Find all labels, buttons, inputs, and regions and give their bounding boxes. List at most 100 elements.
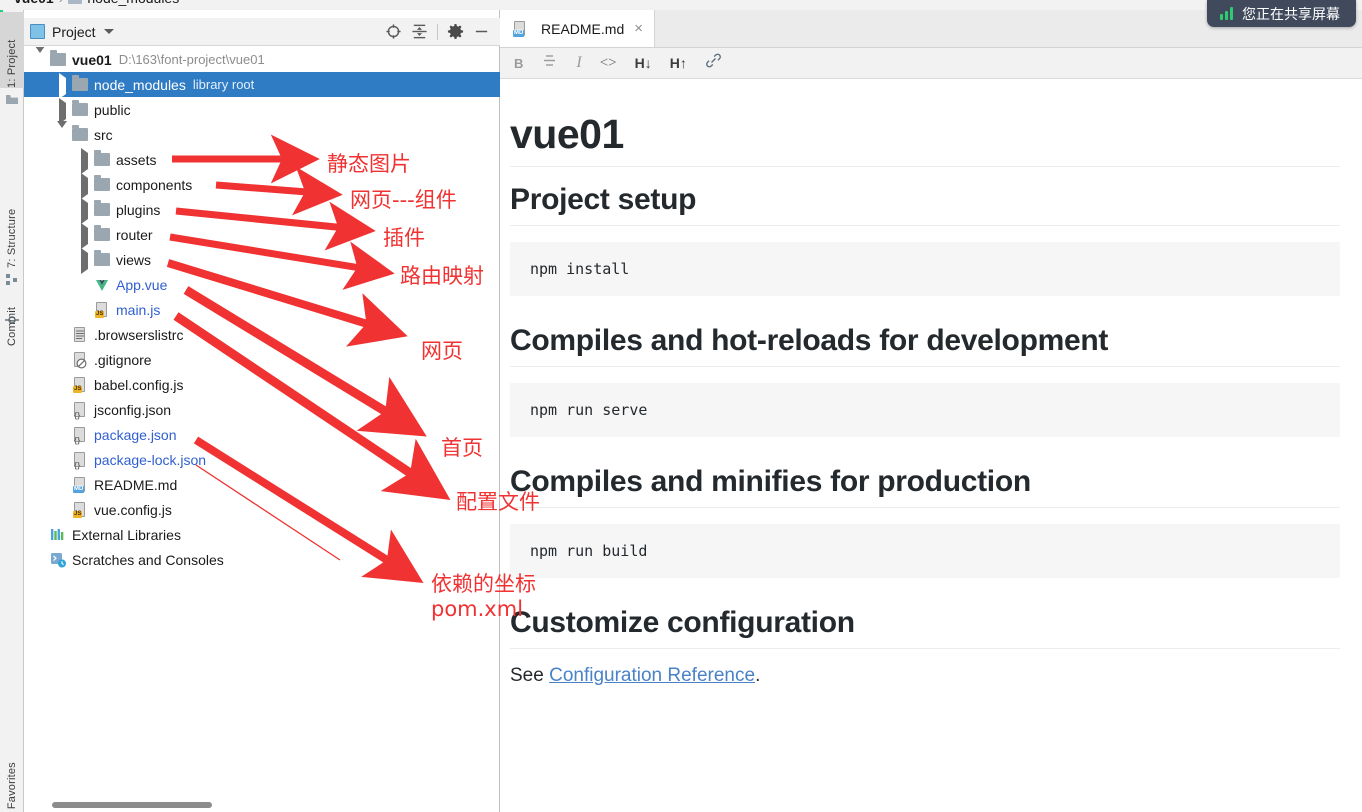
signal-bars-icon <box>1220 7 1233 20</box>
tree-row-app-vue[interactable]: App.vue <box>24 272 500 297</box>
gear-icon[interactable] <box>447 23 464 40</box>
code-button[interactable]: <> <box>599 54 617 71</box>
folder-icon <box>72 100 88 116</box>
tree-row-vue-config-js[interactable]: JS vue.config.js <box>24 497 500 522</box>
tree-row-router[interactable]: router <box>24 222 500 249</box>
sidebar-item-project[interactable]: 1: Project <box>0 12 24 88</box>
external-libraries-icon <box>50 527 66 542</box>
scrollbar-thumb[interactable] <box>52 802 212 808</box>
tree-row-label: main.js <box>116 301 161 318</box>
divider <box>510 166 1340 167</box>
project-tree[interactable]: vue01 D:\163\font-project\vue01 node_modul… <box>24 47 500 798</box>
chevron-right-icon[interactable] <box>78 222 92 249</box>
collapse-all-icon[interactable] <box>411 23 428 40</box>
tree-row-readme-md[interactable]: MD README.md <box>24 472 500 497</box>
sidebar-item-commit[interactable]: Commit <box>0 278 24 346</box>
vue-file-icon <box>94 277 110 293</box>
tree-row-hint: D:\163\font-project\vue01 <box>118 52 265 67</box>
divider <box>510 366 1340 367</box>
tree-row-src[interactable]: src <box>24 120 500 147</box>
chevron-down-icon[interactable] <box>56 120 70 144</box>
link-button[interactable] <box>705 52 722 74</box>
folder-icon <box>68 0 83 4</box>
tree-row-hint: library root <box>192 77 255 92</box>
tree-row-plugins[interactable]: plugins <box>24 197 500 224</box>
tree-row--browserslistrc[interactable]: .browserslistrc <box>24 322 500 347</box>
project-horizontal-scrollbar[interactable] <box>52 802 500 808</box>
chevron-down-icon[interactable] <box>103 29 114 34</box>
json-file-icon: {} <box>72 451 88 469</box>
paragraph-suffix: . <box>755 665 761 686</box>
folder-icon <box>94 225 110 241</box>
folder-icon <box>50 50 66 66</box>
tree-row-label: babel.config.js <box>94 376 184 393</box>
tree-row-label: assets <box>116 151 157 168</box>
tree-row-node-modules[interactable]: node_modules library root <box>24 72 500 99</box>
folder-icon <box>72 75 88 91</box>
chevron-right-icon[interactable] <box>78 172 92 199</box>
tree-row-external-libraries[interactable]: External Libraries <box>24 522 500 547</box>
folder-icon <box>94 200 110 216</box>
editor-area: MD README.md × B I <> H↓ H↑ vue01 Projec… <box>500 10 1362 812</box>
strikethrough-button[interactable] <box>541 52 558 74</box>
code-block: npm run serve <box>510 383 1340 437</box>
preview-h2: Compiles and hot-reloads for development <box>510 324 1109 357</box>
project-window-icon <box>30 24 45 39</box>
tree-row-label: vue.config.js <box>94 501 172 518</box>
scratches-icon <box>50 552 67 568</box>
configuration-reference-link[interactable]: Configuration Reference <box>549 665 756 686</box>
paragraph-prefix: See <box>510 665 550 686</box>
tree-row-package-json[interactable]: {}package.json <box>24 422 500 447</box>
tree-row-scratches-and-consoles[interactable]: Scratches and Consoles <box>24 547 500 572</box>
sidebar-item-structure[interactable]: 7: Structure <box>0 182 24 268</box>
folder-icon <box>94 150 110 166</box>
tree-row-label: node_modules <box>94 76 186 93</box>
breadcrumb-node[interactable]: node_modules <box>87 0 179 6</box>
minimize-icon[interactable] <box>473 23 490 40</box>
chevron-right-icon[interactable] <box>78 147 92 174</box>
js-file-icon: JS <box>72 501 88 518</box>
tree-row--gitignore[interactable]: .gitignore <box>24 347 500 372</box>
scroll-from-source-icon[interactable] <box>385 23 402 40</box>
tree-row-vue01[interactable]: vue01 D:\163\font-project\vue01 <box>24 47 500 72</box>
code-block: npm install <box>510 242 1340 296</box>
chevron-down-icon[interactable] <box>34 47 48 69</box>
json-file-icon: {} <box>72 401 88 419</box>
tree-row-jsconfig-json[interactable]: {} jsconfig.json <box>24 397 500 422</box>
tree-row-public[interactable]: public <box>24 97 500 124</box>
chevron-right-icon[interactable] <box>56 97 70 124</box>
bold-button[interactable]: B <box>514 55 524 71</box>
preview-h1: vue01 <box>510 111 624 157</box>
tree-row-label: .gitignore <box>94 351 152 368</box>
tree-row-components[interactable]: components <box>24 172 500 199</box>
tree-row-views[interactable]: views <box>24 247 500 274</box>
italic-button[interactable]: I <box>576 54 582 71</box>
markdown-toolbar: B I <> H↓ H↑ <box>500 48 1362 79</box>
folder-icon <box>94 250 110 266</box>
tree-row-package-lock-json[interactable]: {}package-lock.json <box>24 447 500 472</box>
commit-icon <box>5 313 19 327</box>
tree-row-assets[interactable]: assets <box>24 147 500 174</box>
tree-row-label: App.vue <box>116 276 168 293</box>
chevron-right-icon[interactable] <box>78 247 92 274</box>
tree-row-label: components <box>116 176 193 193</box>
screen-sharing-toast[interactable]: 您正在共享屏幕 <box>1207 0 1356 27</box>
chevron-right-icon[interactable] <box>56 72 70 99</box>
tree-row-label: jsconfig.json <box>94 401 172 418</box>
tree-row-label: vue01 <box>72 51 112 68</box>
text-file-icon <box>72 326 88 343</box>
tree-row-label: README.md <box>94 476 178 493</box>
breadcrumb: vue01 › node_modules <box>0 0 1362 10</box>
chevron-right-icon[interactable] <box>78 197 92 224</box>
close-icon[interactable]: × <box>634 20 643 37</box>
breadcrumb-project[interactable]: vue01 <box>14 0 54 6</box>
sidebar-item-favorites[interactable]: 2: Favorites <box>0 742 24 812</box>
heading-down-button[interactable]: H↓ <box>634 55 652 71</box>
tab-readme-md[interactable]: MD README.md × <box>500 10 655 47</box>
md-file-icon: MD <box>72 476 88 493</box>
preview-h2: Compiles and minifies for production <box>510 465 1031 498</box>
heading-up-button[interactable]: H↑ <box>669 55 687 71</box>
